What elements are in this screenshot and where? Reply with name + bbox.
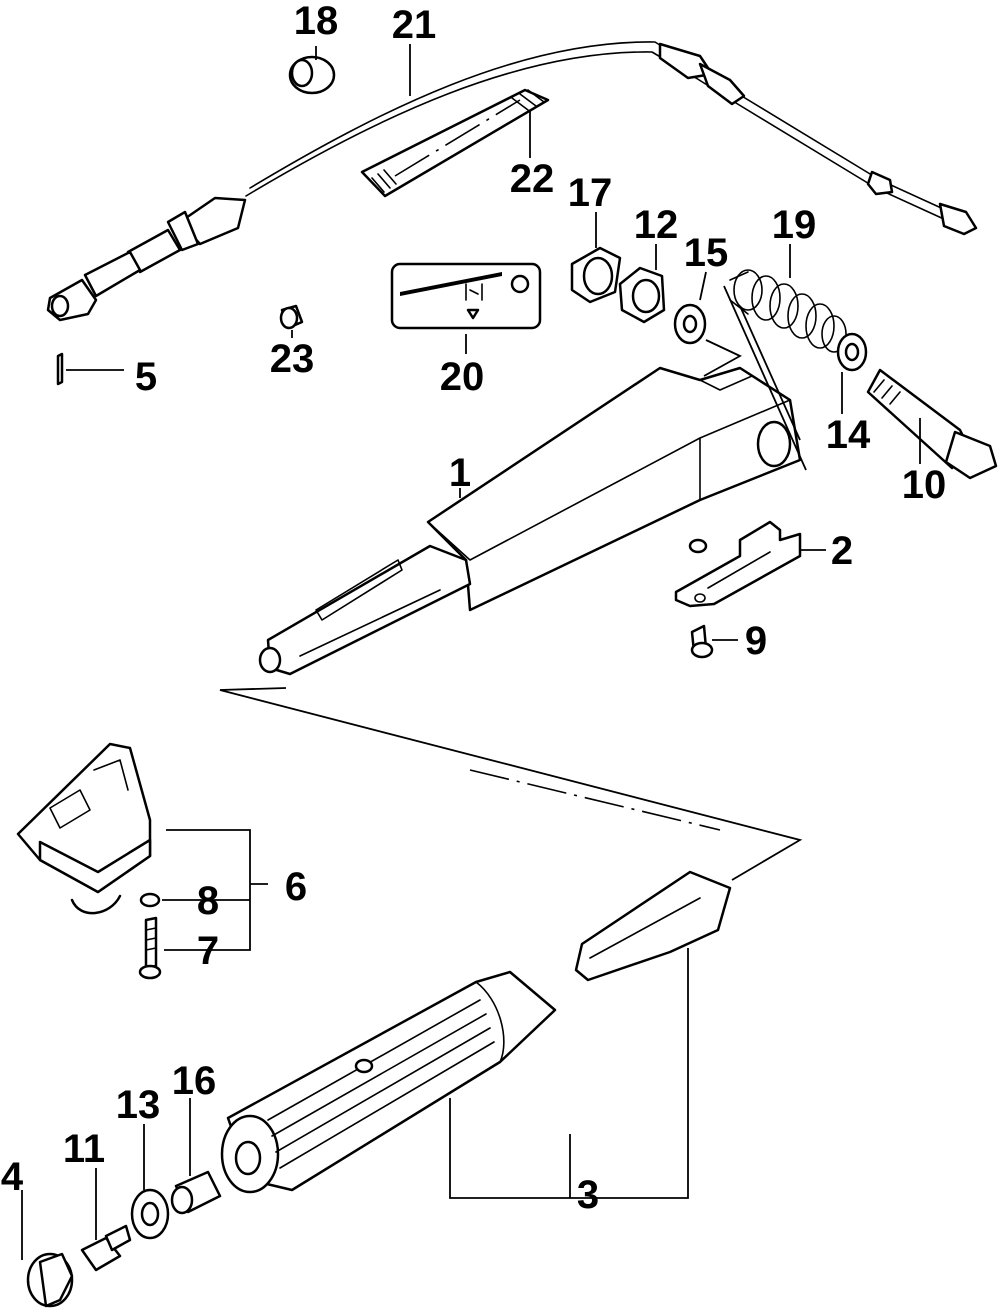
assembly-lines bbox=[219, 285, 807, 881]
screw-7-drawing bbox=[138, 916, 162, 980]
washer-15-drawing bbox=[673, 303, 707, 345]
callout-19: 19 bbox=[772, 203, 817, 247]
screw-11-drawing bbox=[80, 1224, 132, 1272]
callout-23: 23 bbox=[270, 337, 315, 381]
callout-labels: 1 2 3 4 5 6 7 8 9 10 11 12 13 14 15 16 1… bbox=[1, 0, 946, 1217]
callout-21: 21 bbox=[392, 3, 437, 47]
collar-16-drawing bbox=[170, 1170, 222, 1215]
callout-16: 16 bbox=[172, 1059, 217, 1103]
screw-9-drawing bbox=[690, 624, 714, 659]
washer-14-drawing bbox=[836, 332, 868, 372]
tiller-handle-drawing bbox=[258, 366, 802, 676]
throttle-cable-drawing bbox=[46, 41, 978, 322]
callout-14: 14 bbox=[826, 413, 871, 457]
callout-1: 1 bbox=[449, 451, 471, 495]
grommet-drawing bbox=[288, 55, 336, 95]
callout-6: 6 bbox=[285, 865, 307, 909]
callout-9: 9 bbox=[745, 619, 767, 663]
bushing-drawing bbox=[570, 246, 622, 304]
callout-12: 12 bbox=[634, 203, 679, 247]
callout-3: 3 bbox=[577, 1173, 599, 1217]
leader-lines bbox=[21, 44, 921, 1260]
callout-15: 15 bbox=[684, 231, 729, 275]
callout-18: 18 bbox=[294, 0, 339, 43]
end-cap-drawing bbox=[26, 1252, 74, 1308]
callout-20: 20 bbox=[440, 355, 485, 399]
washer-8-drawing bbox=[139, 892, 161, 908]
callout-13: 13 bbox=[116, 1083, 161, 1127]
callout-5: 5 bbox=[135, 355, 157, 399]
callout-4: 4 bbox=[1, 1155, 24, 1199]
callout-17: 17 bbox=[568, 171, 613, 215]
throttle-grip-drawing bbox=[220, 870, 732, 1194]
collar-small-drawing bbox=[279, 304, 304, 330]
nut-drawing bbox=[618, 266, 666, 324]
pin-drawing bbox=[56, 352, 64, 386]
pivot-bolt-drawing bbox=[866, 368, 998, 480]
callout-11: 11 bbox=[63, 1127, 105, 1171]
callout-7: 7 bbox=[197, 929, 219, 973]
callout-2: 2 bbox=[831, 529, 853, 573]
callout-8: 8 bbox=[197, 879, 219, 923]
callout-22: 22 bbox=[510, 157, 555, 201]
washer-13-drawing bbox=[130, 1188, 170, 1240]
spring-drawing bbox=[729, 269, 847, 353]
shaft-drawing bbox=[360, 88, 550, 198]
stop-switch-drawing bbox=[16, 742, 152, 915]
friction-plate-drawing bbox=[674, 520, 802, 608]
decal-drawing bbox=[390, 262, 542, 330]
callout-10: 10 bbox=[902, 463, 947, 507]
